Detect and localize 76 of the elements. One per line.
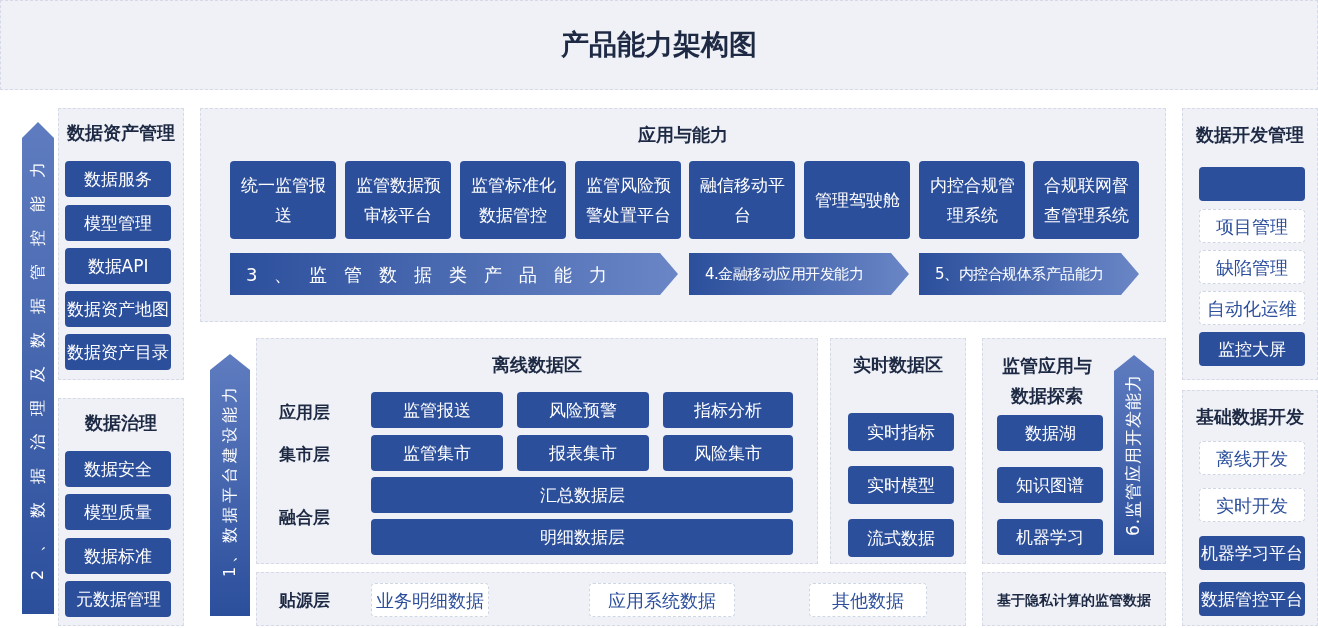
capability-arrow-band xyxy=(210,354,250,616)
section-panel xyxy=(982,338,1166,564)
module-box: 监管标准化数据管控 xyxy=(460,161,566,239)
section-heading: 实时数据区 xyxy=(852,353,944,377)
module-box: 指标分析 xyxy=(663,392,793,428)
module-box: 数据API xyxy=(65,248,171,284)
module-box: 其他数据 xyxy=(809,583,927,617)
section-heading: 数据开发管理 xyxy=(1195,123,1305,147)
module-box: 缺陷管理 xyxy=(1199,250,1305,284)
module-box: 机器学习平台 xyxy=(1199,536,1305,570)
module-box: 知识图谱 xyxy=(997,467,1103,503)
capability-arrow-band: 4.金融移动应用开发能力 xyxy=(689,253,909,295)
module-box: 流式数据 xyxy=(848,519,954,557)
module-box: 监管风险预警处置平台 xyxy=(575,161,681,239)
module-box: 数据管控平台 xyxy=(1199,582,1305,616)
module-box: 内控合规管理系统 xyxy=(919,161,1025,239)
module-box: 项目管理 xyxy=(1199,209,1305,243)
capability-arrow-band: 3、监管数据类产品能力 xyxy=(230,253,678,295)
section-panel xyxy=(1182,108,1318,380)
module-box: 离线开发 xyxy=(1199,441,1305,475)
module-box: 汇总数据层 xyxy=(371,477,793,513)
section-heading: 基于隐私计算的监管数据 xyxy=(996,591,1152,610)
section-panel xyxy=(200,108,1166,322)
module-box: 机器学习 xyxy=(997,519,1103,555)
capability-arrow-band: 5、内控合规体系产品能力 xyxy=(919,253,1139,295)
layer-label: 集市层 xyxy=(279,443,330,466)
module-box xyxy=(1199,167,1305,201)
section-heading: 监管应用与数据探索 xyxy=(1001,354,1093,408)
section-heading: 应用与能力 xyxy=(637,123,729,147)
section-panel xyxy=(58,398,184,626)
module-box: 风险集市 xyxy=(663,435,793,471)
band-label: 1、数据平台建设能力 xyxy=(219,382,240,580)
section-panel xyxy=(1182,390,1318,626)
section-panel xyxy=(982,572,1166,626)
module-box: 管理驾驶舱 xyxy=(804,161,910,239)
capability-arrow-band xyxy=(22,122,54,614)
module-box: 统一监管报送 xyxy=(230,161,336,239)
module-box: 模型质量 xyxy=(65,494,171,530)
module-box: 数据服务 xyxy=(65,161,171,197)
module-box: 数据资产地图 xyxy=(65,291,171,327)
module-box: 模型管理 xyxy=(65,205,171,241)
module-box: 融信移动平台 xyxy=(689,161,795,239)
module-box: 监控大屏 xyxy=(1199,332,1305,366)
module-box: 应用系统数据 xyxy=(589,583,735,617)
module-box: 风险预警 xyxy=(517,392,649,428)
section-heading: 贴源层 xyxy=(279,589,330,612)
section-panel xyxy=(58,108,184,380)
module-box: 实时开发 xyxy=(1199,488,1305,522)
module-box: 数据湖 xyxy=(997,415,1103,451)
section-panel xyxy=(256,338,818,564)
band-label: 2、数据治理及数据管控能力 xyxy=(27,143,48,583)
band-label: 6.监管应用开发能力 xyxy=(1122,373,1145,537)
module-box: 数据安全 xyxy=(65,451,171,487)
module-box: 报表集市 xyxy=(517,435,649,471)
section-panel xyxy=(256,572,966,626)
module-box: 实时指标 xyxy=(848,413,954,451)
module-box: 实时模型 xyxy=(848,466,954,504)
module-box: 数据标准 xyxy=(65,538,171,574)
module-box: 合规联网督查管理系统 xyxy=(1033,161,1139,239)
module-box: 明细数据层 xyxy=(371,519,793,555)
module-box: 自动化运维 xyxy=(1199,291,1305,325)
section-panel xyxy=(830,338,966,564)
section-heading: 数据治理 xyxy=(84,411,158,435)
capability-arrow-band xyxy=(1114,355,1154,555)
section-heading: 离线数据区 xyxy=(491,353,583,377)
module-box: 业务明细数据 xyxy=(371,583,489,617)
module-box: 数据资产目录 xyxy=(65,334,171,370)
module-box: 元数据管理 xyxy=(65,581,171,617)
module-box: 监管集市 xyxy=(371,435,503,471)
layer-label: 融合层 xyxy=(279,506,330,529)
section-heading: 基础数据开发 xyxy=(1195,405,1305,429)
module-box: 监管数据预审核平台 xyxy=(345,161,451,239)
section-heading: 数据资产管理 xyxy=(66,121,176,145)
diagram-title: 产品能力架构图 xyxy=(561,27,757,63)
module-box: 监管报送 xyxy=(371,392,503,428)
layer-label: 应用层 xyxy=(279,401,330,424)
